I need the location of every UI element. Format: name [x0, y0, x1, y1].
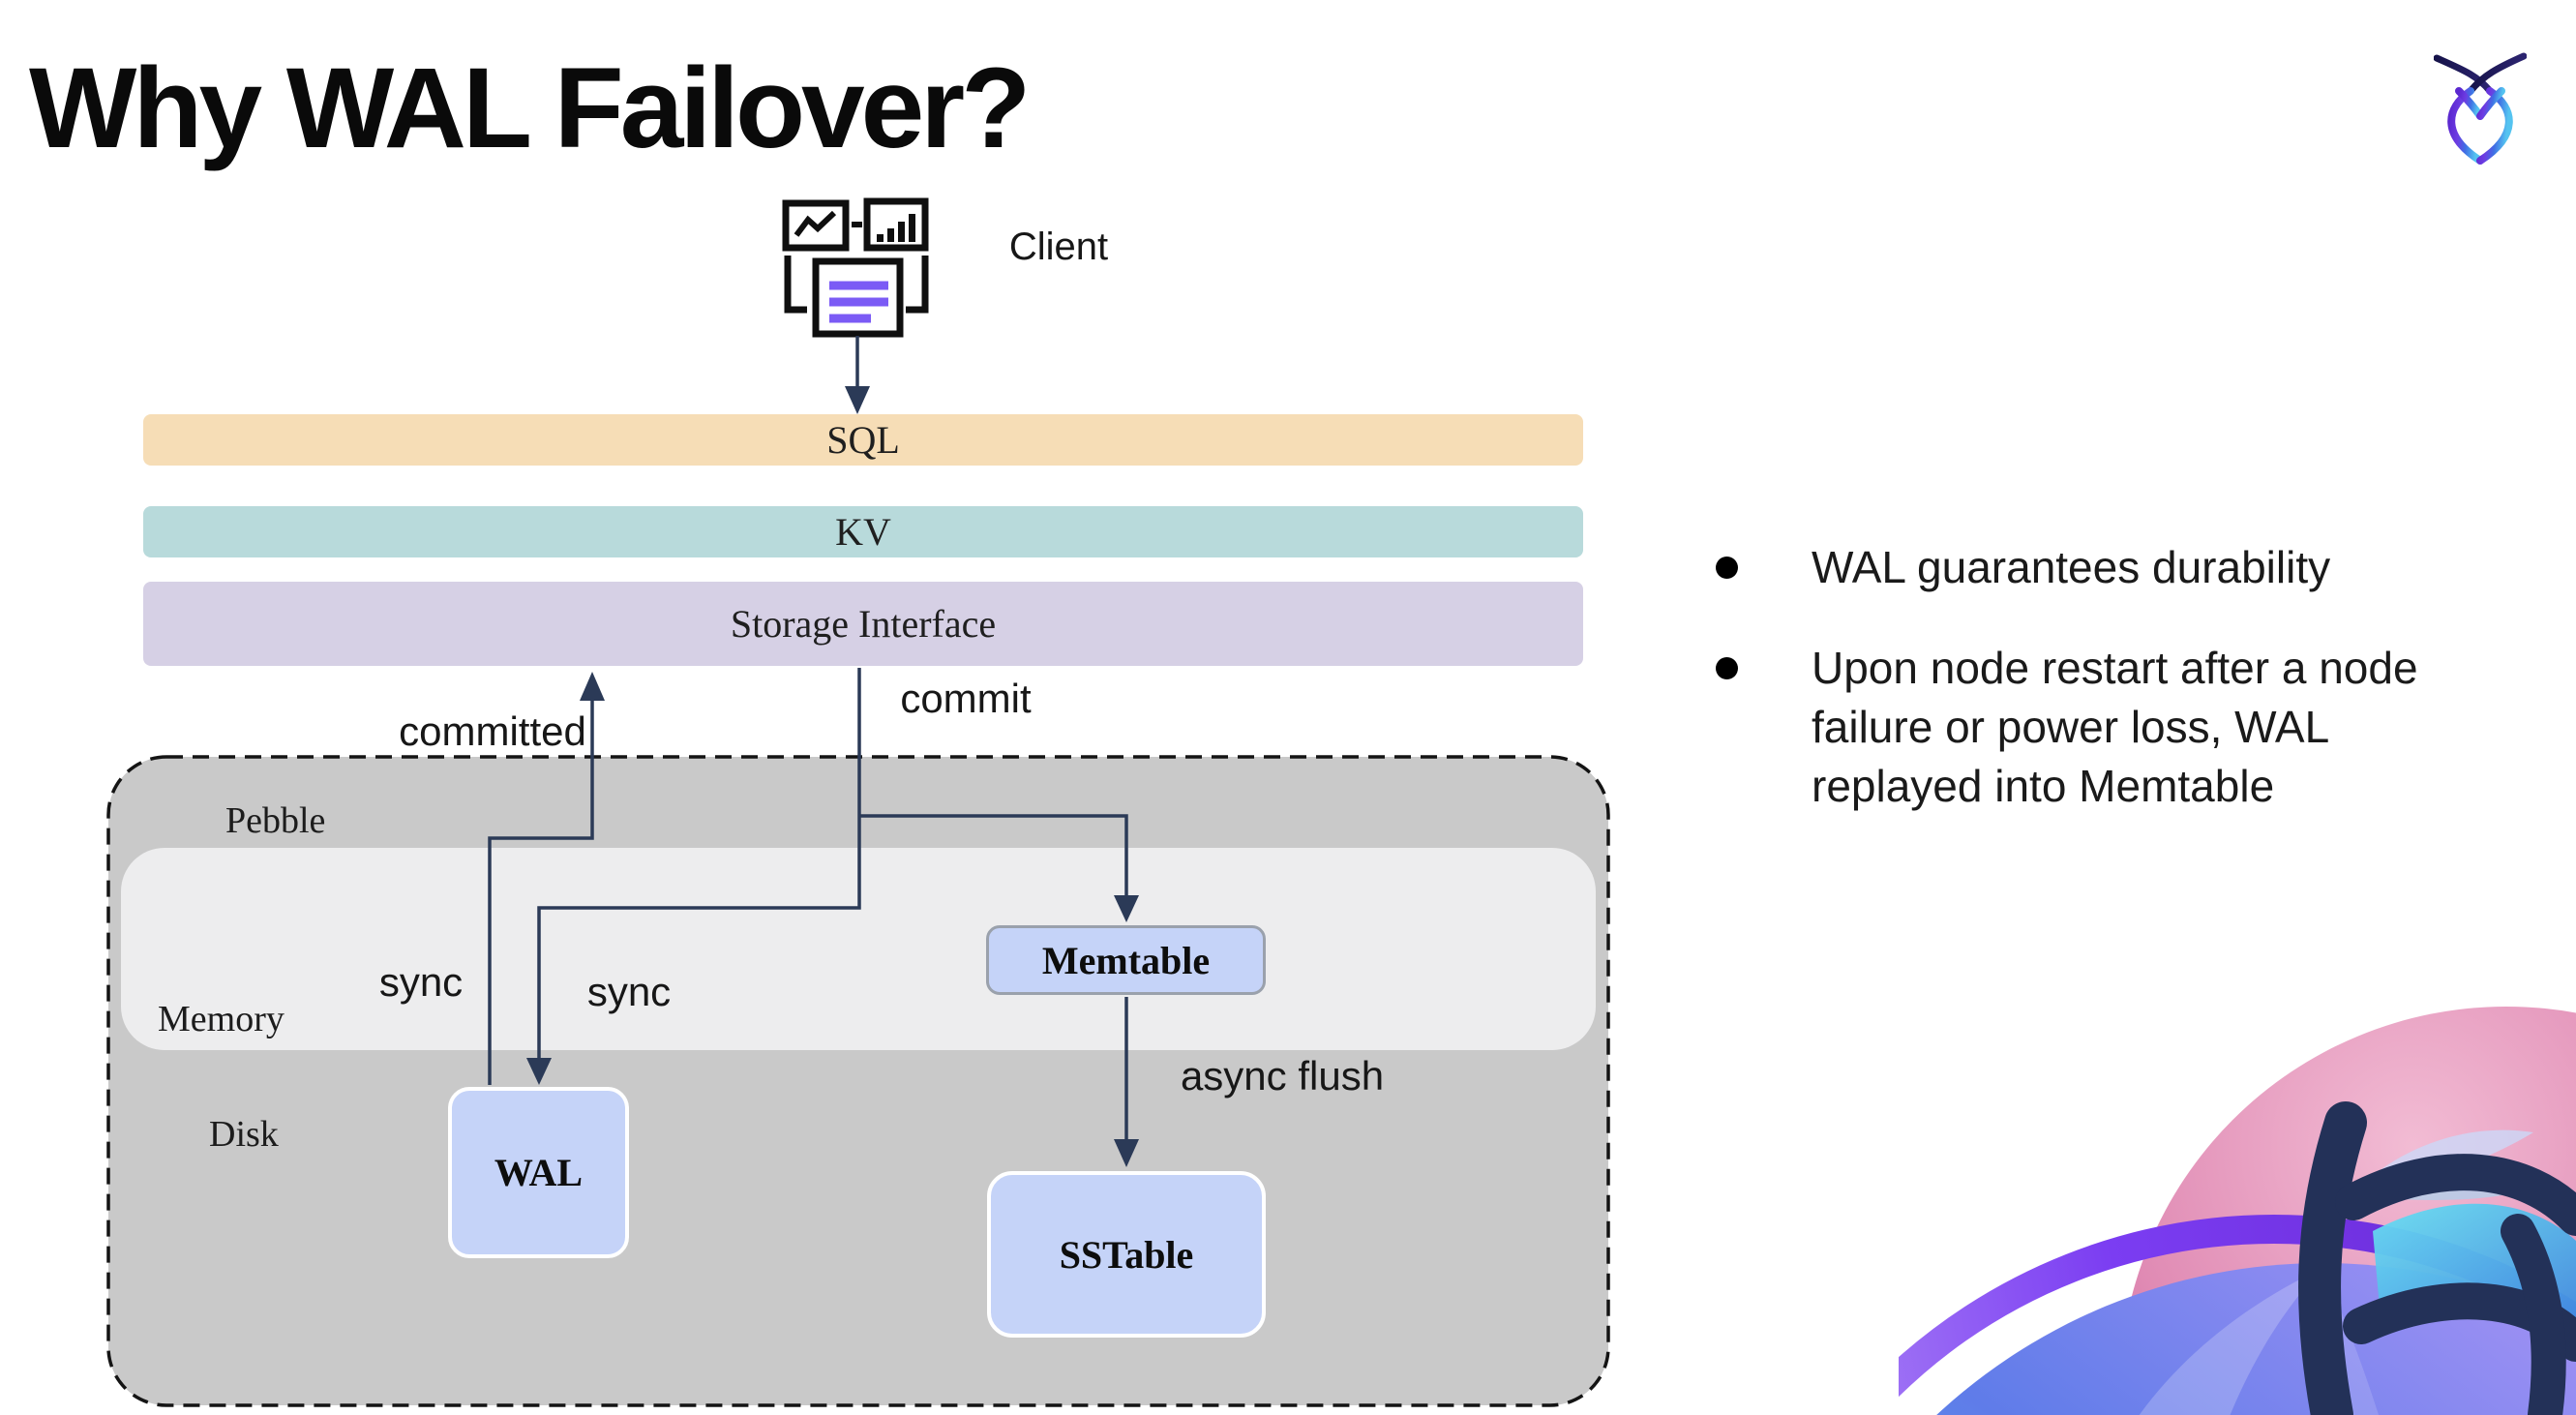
commit-to-memtable-arrow [859, 814, 1128, 897]
arrowhead-committed [580, 672, 605, 701]
disk-label: Disk [209, 1114, 279, 1155]
bullet-dot [1716, 657, 1738, 679]
arrowhead-wal [526, 1058, 552, 1085]
sync-right-label: sync [586, 969, 672, 1014]
arrowhead-sstable [1114, 1139, 1139, 1167]
client-label: Client [1008, 226, 1109, 268]
node-sstable: SSTable [987, 1171, 1266, 1338]
async-flush-label: async flush [1180, 1053, 1385, 1099]
bullet-item: Upon node restart after a node failure o… [1716, 639, 2470, 816]
pebble-label: Pebble [225, 800, 326, 841]
purple-ring [1899, 1215, 2576, 1398]
cockroachdb-logo-icon [2434, 52, 2527, 165]
navy-roach-glyph [2298, 1101, 2576, 1415]
document-icon [784, 256, 929, 338]
line-chart-icon [782, 199, 850, 252]
node-memtable: Memtable [986, 925, 1266, 995]
bullet-text: Upon node restart after a node failure o… [1812, 643, 2418, 811]
layer-sql-label: SQL [826, 418, 900, 462]
sync-left-label: sync [378, 959, 464, 1005]
bullet-item: WAL guarantees durability [1716, 538, 2470, 597]
page-title: Why WAL Failover? [29, 45, 1031, 172]
sphere-petal [2139, 1268, 2322, 1415]
layer-kv-label: KV [835, 510, 891, 554]
sstable-label: SSTable [1059, 1232, 1194, 1277]
client-workstation-icon [782, 197, 929, 338]
memory-band [121, 848, 1596, 1050]
wal-label: WAL [494, 1151, 584, 1194]
layer-storage-label: Storage Interface [730, 602, 997, 646]
arrowhead-memtable [1114, 895, 1139, 922]
bullet-text: WAL guarantees durability [1812, 542, 2331, 592]
arrowhead-sql [845, 386, 870, 414]
node-wal: WAL [448, 1087, 629, 1258]
committed-arrow [488, 699, 594, 1085]
bar-chart-icon [863, 197, 929, 252]
layer-storage-interface: Storage Interface [143, 582, 1583, 666]
brand-sphere-artwork-icon [1899, 1007, 2576, 1415]
bullet-dot [1716, 557, 1738, 579]
commit-label: commit [900, 676, 1032, 721]
memtable-label: Memtable [1041, 938, 1211, 982]
memory-label: Memory [158, 999, 285, 1039]
committed-label: committed [399, 708, 586, 754]
layer-kv: KV [143, 506, 1583, 557]
layer-sql: SQL [143, 414, 1583, 466]
